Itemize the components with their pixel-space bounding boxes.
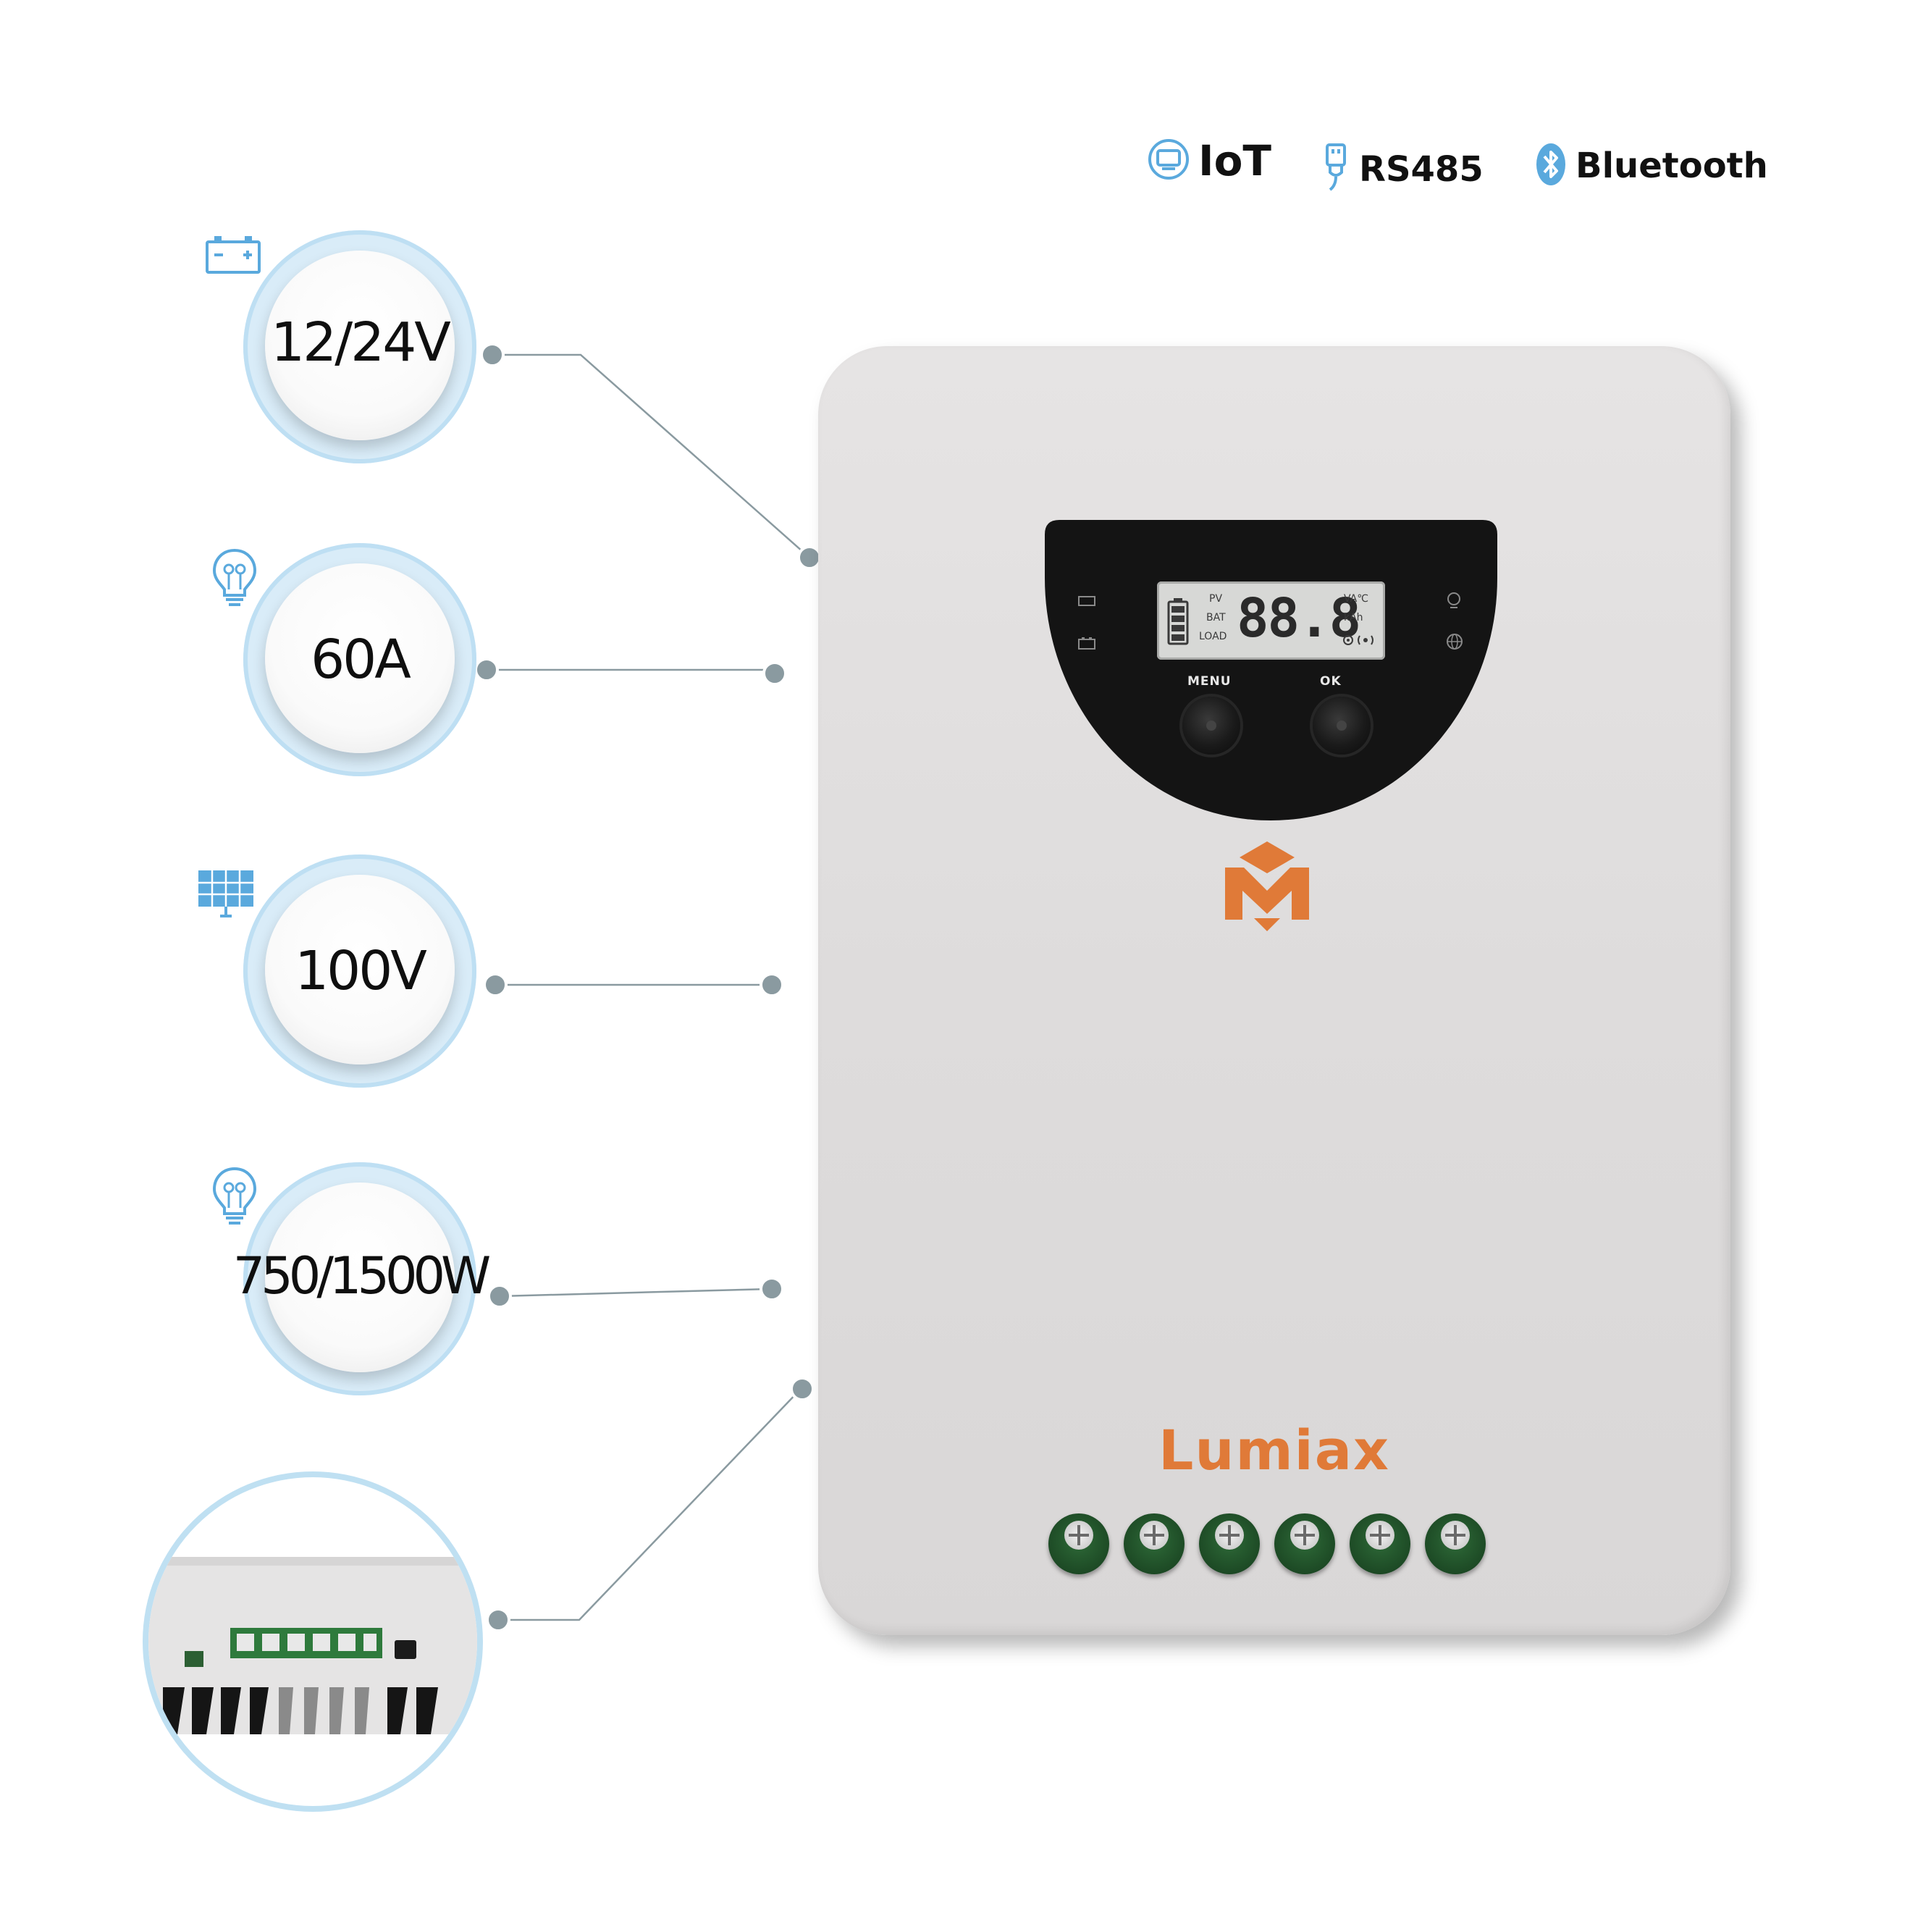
callout-dot xyxy=(486,1608,510,1632)
ok-button-label: OK xyxy=(1320,674,1342,689)
terminal-screw xyxy=(1350,1513,1410,1574)
battery-status-icon xyxy=(1077,636,1096,653)
terminal-screw xyxy=(1274,1513,1335,1574)
spec-bubble-current: 60A xyxy=(243,543,476,776)
spec-bubble-voltage: 12/24V xyxy=(243,230,476,463)
callout-dot xyxy=(480,343,505,367)
spec-pv-voltage-value: 100V xyxy=(295,940,427,1002)
callout-dot xyxy=(760,1277,784,1301)
spec-power-value: 750/1500W xyxy=(232,1246,492,1306)
lcd-pv-label: PV xyxy=(1209,593,1223,605)
terminal-screw xyxy=(1124,1513,1185,1574)
lcd-screen: PV BAT LOAD 88.8 VA℃ kAh xyxy=(1157,581,1385,660)
spec-current-value: 60A xyxy=(311,629,411,691)
terminal-screw xyxy=(1199,1513,1260,1574)
lcd-bat-label: BAT xyxy=(1206,612,1226,623)
lcd-units-bottom: kAh xyxy=(1344,612,1363,623)
bulb-icon xyxy=(211,1166,258,1230)
callout-dot xyxy=(487,1284,512,1309)
lcd-battery-icon xyxy=(1166,596,1190,650)
bluetooth-label: Bluetooth xyxy=(1575,146,1768,186)
menu-button-label: MENU xyxy=(1187,674,1232,689)
brand-logo-icon xyxy=(1222,839,1312,937)
terminal-closeup xyxy=(148,1477,477,1806)
spec-bubble-pv-voltage: 100V xyxy=(243,854,476,1088)
network-status-icon xyxy=(1446,633,1463,653)
solar-status-icon xyxy=(1077,595,1096,610)
callout-dot xyxy=(760,973,784,997)
load-status-icon xyxy=(1446,591,1462,614)
bluetooth-icon xyxy=(1535,142,1567,190)
brand-name: Lumiax xyxy=(1158,1418,1391,1482)
control-panel: PV BAT LOAD 88.8 VA℃ kAh MENU OK xyxy=(1045,520,1497,820)
lcd-gear-icon xyxy=(1342,634,1376,650)
rs485-label: RS485 xyxy=(1359,149,1484,190)
spec-bubble-power: 750/1500W xyxy=(233,1162,491,1395)
callout-dot xyxy=(762,661,787,686)
menu-button[interactable] xyxy=(1182,697,1240,755)
bluetooth-feature: Bluetooth xyxy=(1535,142,1768,190)
callout-dot xyxy=(797,545,822,570)
iot-monitor-icon xyxy=(1148,138,1190,183)
rs485-plug-icon xyxy=(1321,142,1350,197)
lcd-units-top: VA℃ xyxy=(1344,593,1368,605)
solar-panel-icon xyxy=(197,869,255,921)
terminal-screw xyxy=(1048,1513,1109,1574)
rs485-feature: RS485 xyxy=(1321,142,1484,197)
ok-button[interactable] xyxy=(1313,697,1371,755)
callout-dot xyxy=(790,1377,815,1401)
terminal-screw xyxy=(1425,1513,1486,1574)
iot-feature: IoT xyxy=(1148,136,1271,185)
lcd-digits: 88.8 xyxy=(1237,587,1361,650)
spec-voltage-value: 12/24V xyxy=(271,311,451,374)
lcd-load-label: LOAD xyxy=(1199,631,1227,642)
bulb-icon xyxy=(211,547,258,611)
callout-dot xyxy=(483,973,508,997)
battery-icon xyxy=(204,233,262,278)
charge-controller: PV BAT LOAD 88.8 VA℃ kAh MENU OK Lumiax xyxy=(818,346,1730,1635)
iot-label: IoT xyxy=(1198,136,1271,185)
